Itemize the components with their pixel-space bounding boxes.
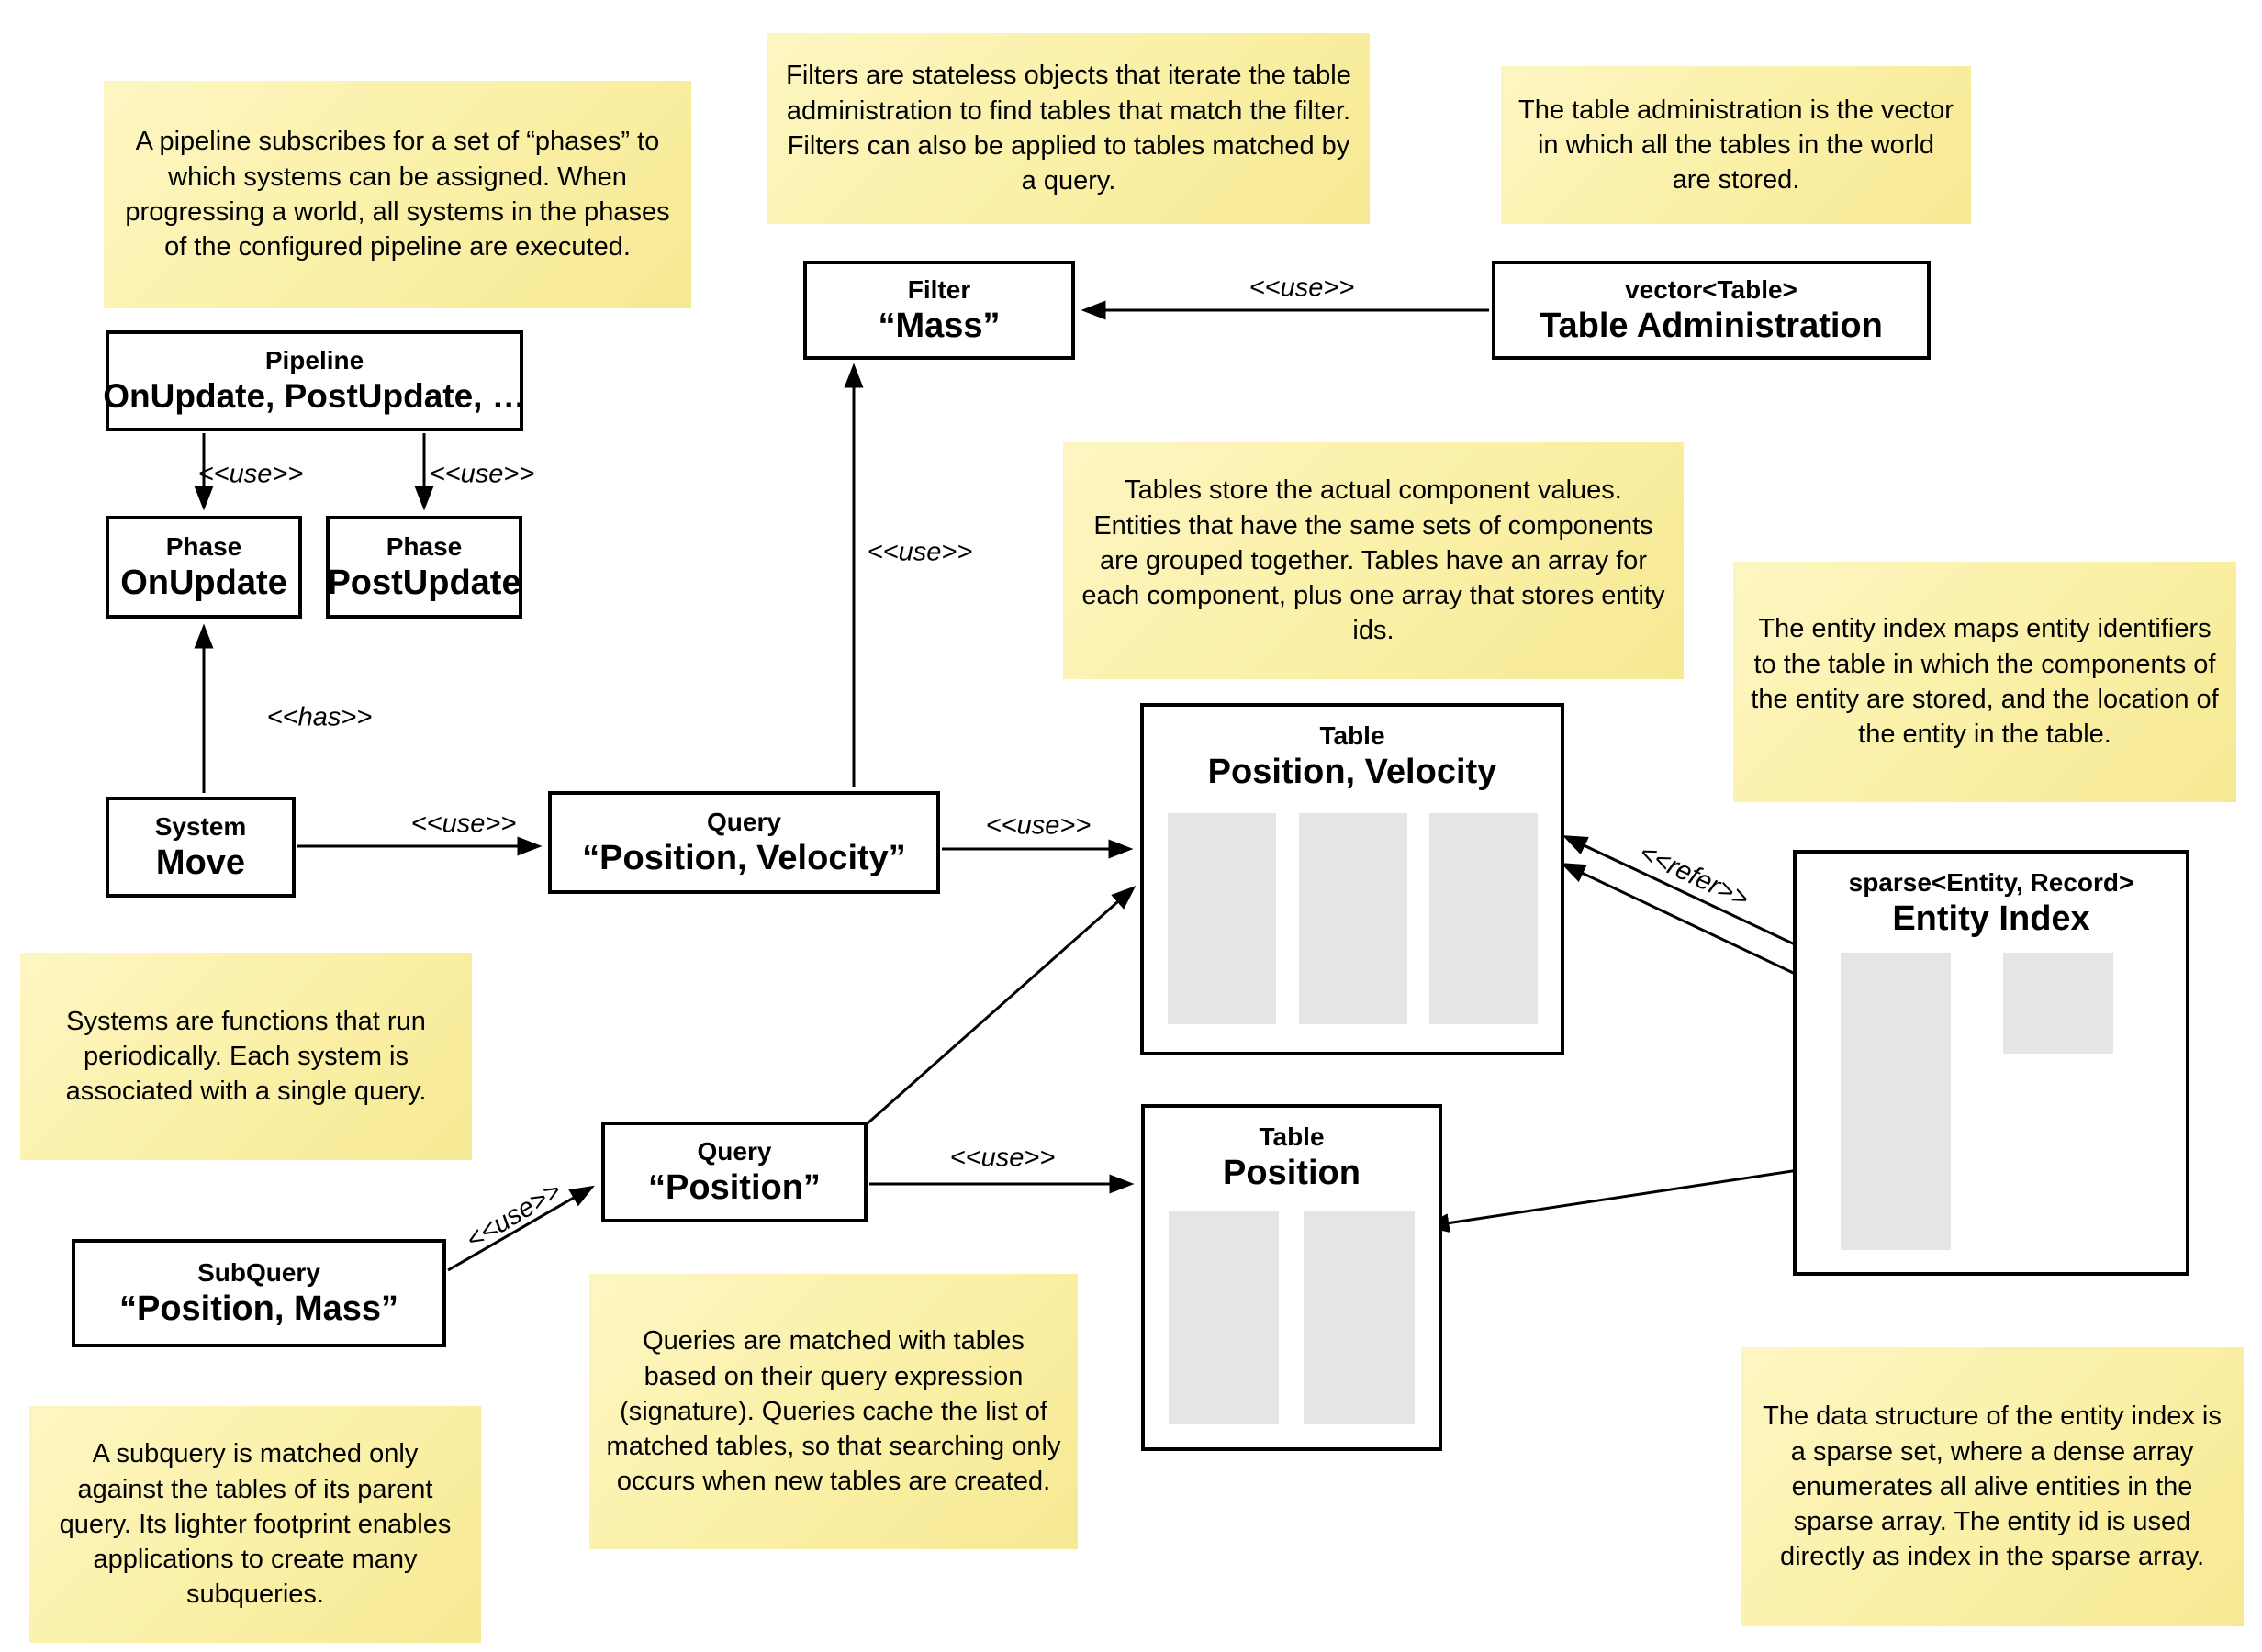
table-position-velocity-box-title: Table <box>1319 721 1385 750</box>
system-move-box-title: System <box>154 811 247 841</box>
filter-mass-box-title: Filter <box>907 274 971 304</box>
note-table-administration: The table administration is the vector i… <box>1501 66 1971 224</box>
component-array-position <box>1168 813 1276 1024</box>
note-subquery-text: A subquery is matched only against the t… <box>59 1439 452 1610</box>
note-table-administration-text: The table administration is the vector i… <box>1518 95 1954 195</box>
has-stereotype-system-phase: <<has>> <box>266 702 373 732</box>
table-administration-box: vector<Table> Table Administration <box>1492 261 1931 360</box>
system-move-box-value: Move <box>155 843 246 882</box>
query-position-velocity-box: Query “Position, Velocity” <box>548 791 940 894</box>
table-position-box-title: Table <box>1259 1122 1325 1151</box>
entity-id-array <box>1429 813 1538 1024</box>
phase-postupdate-box: Phase PostUpdate <box>326 516 522 619</box>
arrow-subquery-to-query-pos <box>447 1185 595 1272</box>
table-position-box: Table Position <box>1141 1104 1442 1451</box>
filter-mass-box-value: “Mass” <box>878 306 1001 345</box>
table-position-velocity-box-value: Position, Velocity <box>1207 753 1497 791</box>
dense-array <box>2003 953 2113 1054</box>
phase-onupdate-box-title: Phase <box>165 531 242 561</box>
note-entity-index: The entity index maps entity identifiers… <box>1733 562 2236 802</box>
arrow-query-pos-to-table-pv <box>867 886 1137 1125</box>
note-systems: Systems are functions that run periodica… <box>20 953 472 1160</box>
note-filters-text: Filters are stateless objects that itera… <box>786 61 1351 196</box>
use-stereotype-system-query: <<use>> <box>410 809 517 839</box>
note-tables-text: Tables store the actual component values… <box>1081 475 1665 646</box>
table-administration-box-value: Table Administration <box>1540 306 1883 345</box>
subquery-box-value: “Position, Mass” <box>118 1289 399 1328</box>
note-pipeline: A pipeline subscribes for a set of “phas… <box>104 81 691 308</box>
arrow-entity-index-to-table-pos <box>1424 1162 1842 1233</box>
note-queries: Queries are matched with tables based on… <box>589 1274 1078 1549</box>
use-stereotype-pipeline-onupdate: <<use>> <box>197 459 304 489</box>
phase-onupdate-box: Phase OnUpdate <box>106 516 302 619</box>
note-filters: Filters are stateless objects that itera… <box>767 33 1370 224</box>
note-queries-text: Queries are matched with tables based on… <box>606 1326 1061 1497</box>
query-position-box-value: “Position” <box>648 1167 821 1207</box>
note-pipeline-text: A pipeline subscribes for a set of “phas… <box>125 127 670 262</box>
table-position-velocity-box: Table Position, Velocity <box>1140 703 1564 1055</box>
component-array-position <box>1169 1211 1279 1424</box>
phase-onupdate-box-value: OnUpdate <box>120 563 287 602</box>
sparse-array <box>1841 953 1951 1250</box>
pipeline-box: Pipeline OnUpdate, PostUpdate, … <box>103 330 526 431</box>
subquery-box-title: SubQuery <box>197 1257 320 1287</box>
system-move-box: System Move <box>106 797 296 898</box>
pipeline-box-title: Pipeline <box>264 346 364 375</box>
use-stereotype-query-table-pos: <<use>> <box>949 1143 1056 1173</box>
table-administration-box-title: vector<Table> <box>1625 274 1797 304</box>
subquery-box: SubQuery “Position, Mass” <box>72 1239 446 1347</box>
use-stereotype-pipeline-postupdate: <<use>> <box>429 459 535 489</box>
entity-id-array <box>1304 1211 1415 1424</box>
note-subquery: A subquery is matched only against the t… <box>29 1406 481 1643</box>
pipeline-box-value: OnUpdate, PostUpdate, … <box>103 377 526 416</box>
phase-postupdate-box-value: PostUpdate <box>327 563 521 602</box>
entity-index-box-value: Entity Index <box>1892 899 2090 938</box>
query-position-box: Query “Position” <box>601 1122 868 1222</box>
entity-index-box-title: sparse<Entity, Record> <box>1848 868 2134 897</box>
query-position-box-title: Query <box>697 1136 772 1166</box>
note-sparse-set: The data structure of the entity index i… <box>1741 1347 2244 1626</box>
phase-postupdate-box-title: Phase <box>386 531 463 561</box>
note-entity-index-text: The entity index maps entity identifiers… <box>1751 614 2219 750</box>
note-tables: Tables store the actual component values… <box>1063 442 1684 679</box>
query-position-velocity-box-title: Query <box>707 807 781 836</box>
filter-mass-box: Filter “Mass” <box>803 261 1075 360</box>
use-stereotype-query-table-pv: <<use>> <box>985 810 1092 841</box>
entity-index-box: sparse<Entity, Record> Entity Index <box>1793 850 2189 1276</box>
use-stereotype-query-filter: <<use>> <box>867 537 973 567</box>
note-sparse-set-text: The data structure of the entity index i… <box>1763 1401 2222 1572</box>
query-position-velocity-box-value: “Position, Velocity” <box>582 838 906 877</box>
use-stereotype-admin-filter: <<use>> <box>1249 273 1355 303</box>
table-position-box-value: Position <box>1223 1154 1361 1192</box>
note-systems-text: Systems are functions that run periodica… <box>65 1006 427 1107</box>
component-array-velocity <box>1299 813 1407 1024</box>
